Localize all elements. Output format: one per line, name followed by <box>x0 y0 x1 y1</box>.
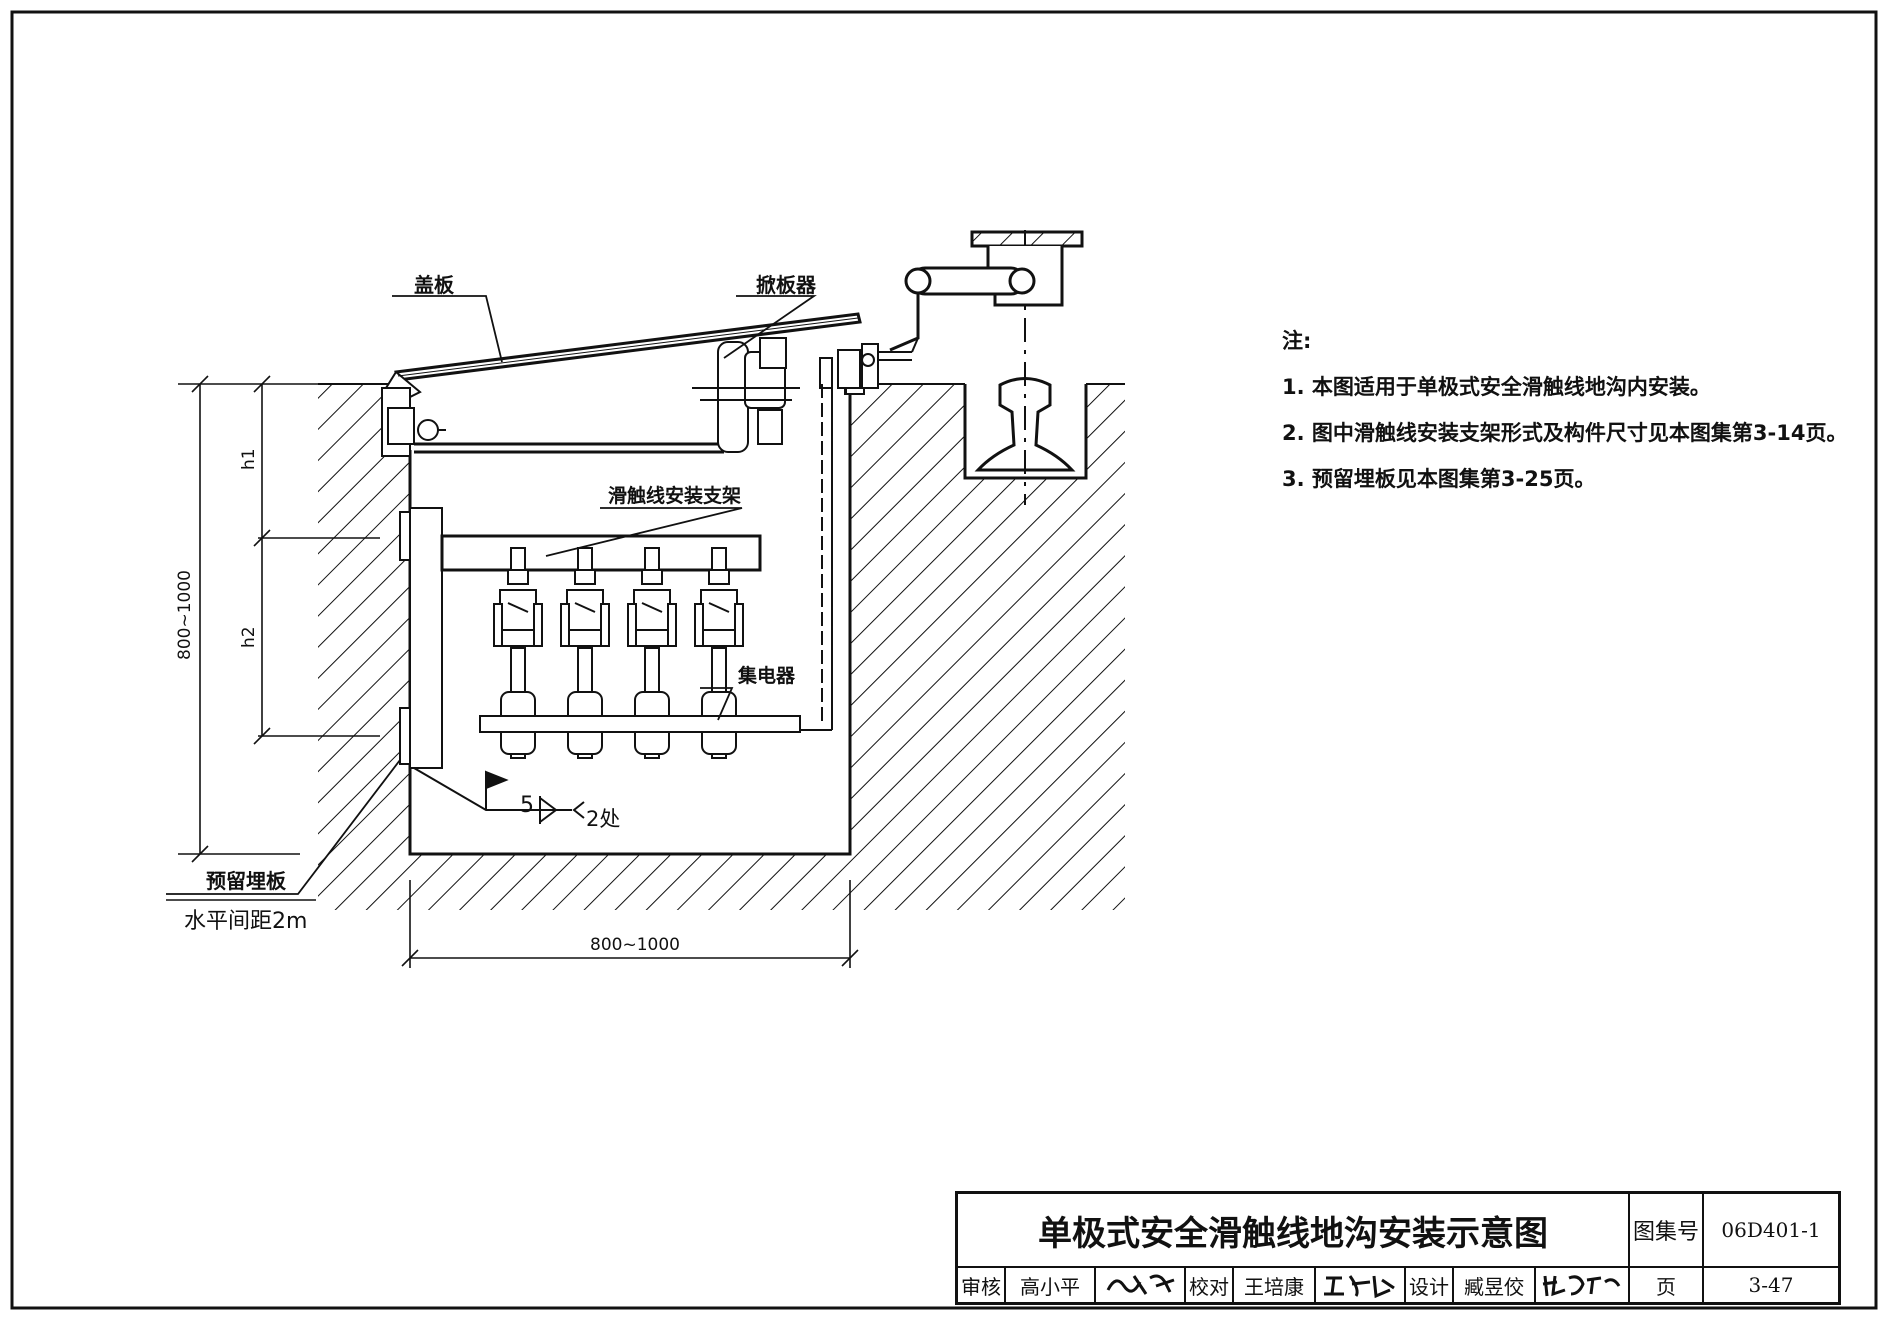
title-block-divider <box>1232 1266 1234 1302</box>
spacing-label: 水平间距2m <box>184 909 307 934</box>
leader-lines <box>166 295 817 895</box>
weld-symbol <box>413 767 585 824</box>
left-hinge <box>381 387 446 457</box>
atlas-number: 06D401-1 <box>1721 1218 1821 1242</box>
bracket-label: 滑触线安装支架 <box>608 484 741 507</box>
title-block-divider <box>1184 1266 1186 1302</box>
title-block-divider <box>958 1266 1838 1268</box>
title-block-divider <box>1314 1266 1316 1302</box>
collector-bar <box>479 715 801 733</box>
title-block-divider <box>1404 1266 1406 1302</box>
width-dim-label: 800~1000 <box>590 935 680 955</box>
sheet-frame <box>10 10 1878 1310</box>
weld-count-label: 2处 <box>586 807 620 831</box>
check-label: 校对 <box>1189 1274 1229 1299</box>
depth-dimension <box>178 375 380 863</box>
cover-plate-label: 盖板 <box>414 273 455 297</box>
weld-size-label: 5 <box>520 793 534 818</box>
note-item: 2. 图中滑触线安装支架形式及构件尺寸见本图集第3-14页。 <box>1282 421 1848 445</box>
title-block: 单极式安全滑触线地沟安装示意图 图集号 06D401-1 审核 高小平 校对 王… <box>955 1191 1841 1305</box>
title-block-divider <box>1094 1266 1096 1302</box>
note-item: 1. 本图适用于单极式安全滑触线地沟内安装。 <box>1282 375 1711 399</box>
drawing-title: 单极式安全滑触线地沟安装示意图 <box>1038 1213 1548 1254</box>
designer-signature <box>1536 1268 1628 1302</box>
collector-label: 集电器 <box>737 664 796 687</box>
designer-name: 臧昱佼 <box>1464 1274 1524 1299</box>
reviewer-name: 高小平 <box>1020 1274 1080 1299</box>
embedded-plate-label: 预留埋板 <box>206 869 287 893</box>
notes-block: 注: 1. 本图适用于单极式安全滑触线地沟内安装。 2. 图中滑触线安装支架形式… <box>1282 318 1848 502</box>
checker-signature <box>1316 1268 1404 1302</box>
h1-label: h1 <box>239 448 259 470</box>
design-label: 设计 <box>1409 1274 1449 1299</box>
title-block-divider <box>1004 1266 1006 1302</box>
reviewer-signature <box>1096 1268 1184 1302</box>
notes-heading: 注: <box>1282 329 1312 353</box>
collector <box>627 547 677 759</box>
depth-dim-label: 800~1000 <box>175 570 195 660</box>
crane-carriage <box>889 230 1084 352</box>
h2-label: h2 <box>239 626 259 648</box>
width-dimension <box>401 880 859 968</box>
atlas-label: 图集号 <box>1632 1220 1699 1245</box>
title-block-divider <box>1534 1266 1536 1302</box>
embedded-plate <box>399 507 443 769</box>
page-label: 页 <box>1656 1274 1676 1299</box>
review-label: 审核 <box>961 1274 1001 1299</box>
title-block-divider <box>1452 1266 1454 1302</box>
title-block-divider <box>1628 1194 1630 1302</box>
note-item: 3. 预留埋板见本图集第3-25页。 <box>1282 467 1596 491</box>
page-number: 3-47 <box>1748 1273 1794 1297</box>
plate-lifter-label: 掀板器 <box>756 273 817 297</box>
linkage-rod <box>414 442 724 454</box>
checker-name: 王培康 <box>1244 1274 1304 1299</box>
title-block-divider <box>1702 1194 1704 1302</box>
plate-lifter <box>692 337 919 453</box>
